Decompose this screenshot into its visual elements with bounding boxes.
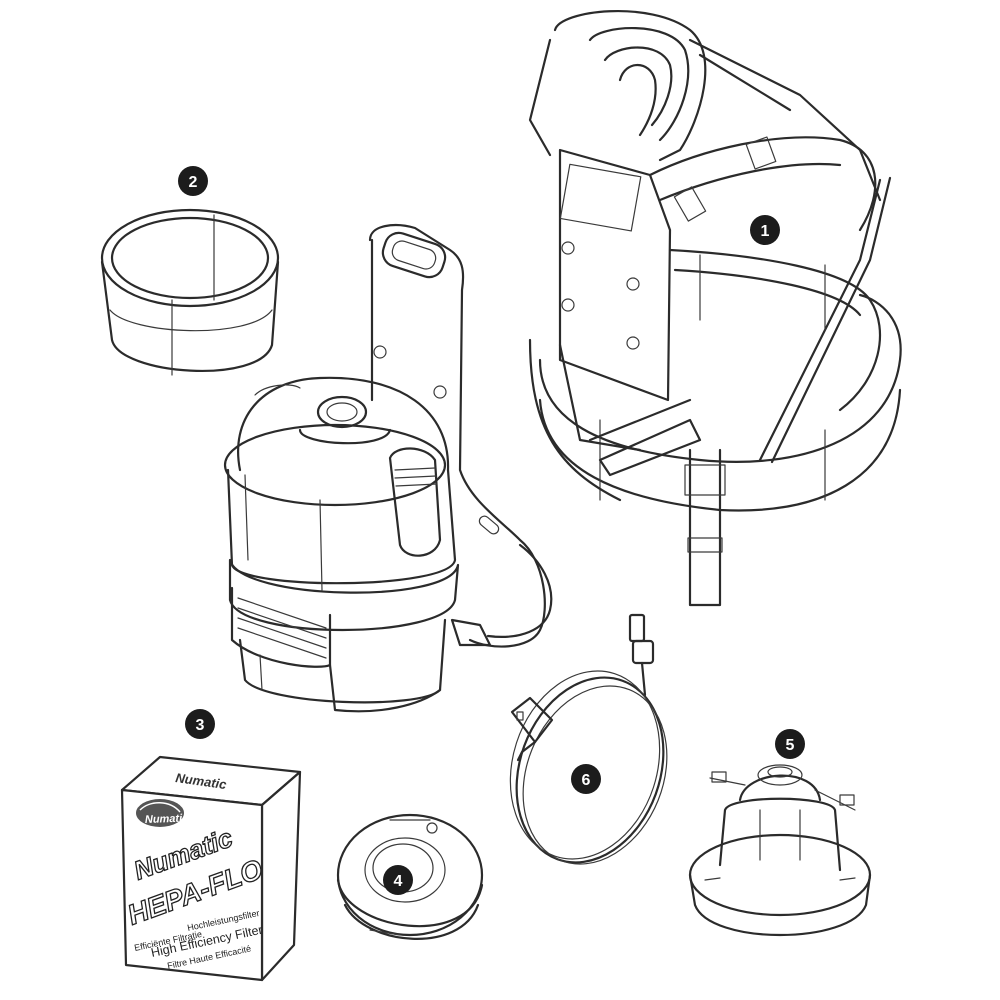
callout-badge-1: 1 [750, 215, 780, 245]
filter-ring [100, 208, 280, 376]
box-logo-brand: Numatic [145, 812, 189, 826]
callout-number: 1 [761, 223, 770, 240]
callout-number: 2 [189, 174, 198, 191]
power-cable [509, 613, 668, 865]
callout-number: 4 [394, 873, 403, 890]
callout-number: 6 [582, 772, 591, 789]
callout-number: 5 [786, 737, 795, 754]
callout-badge-6: 6 [571, 764, 601, 794]
callout-number: 3 [196, 717, 205, 734]
box-top-brand: Numatic [175, 770, 229, 792]
round-filter [336, 813, 484, 940]
globe-logo-icon [136, 799, 184, 827]
harness-frame [528, 9, 902, 607]
callout-badge-5: 5 [775, 729, 805, 759]
filter-bag-box: Numatic Numatic Numatic HEPA-FLO Efficië… [120, 755, 302, 982]
vacuum-unit [223, 224, 553, 713]
callout-badge-2: 2 [178, 166, 208, 196]
callout-badge-3: 3 [185, 709, 215, 739]
motor-unit [688, 764, 872, 937]
callout-badge-4: 4 [383, 865, 413, 895]
